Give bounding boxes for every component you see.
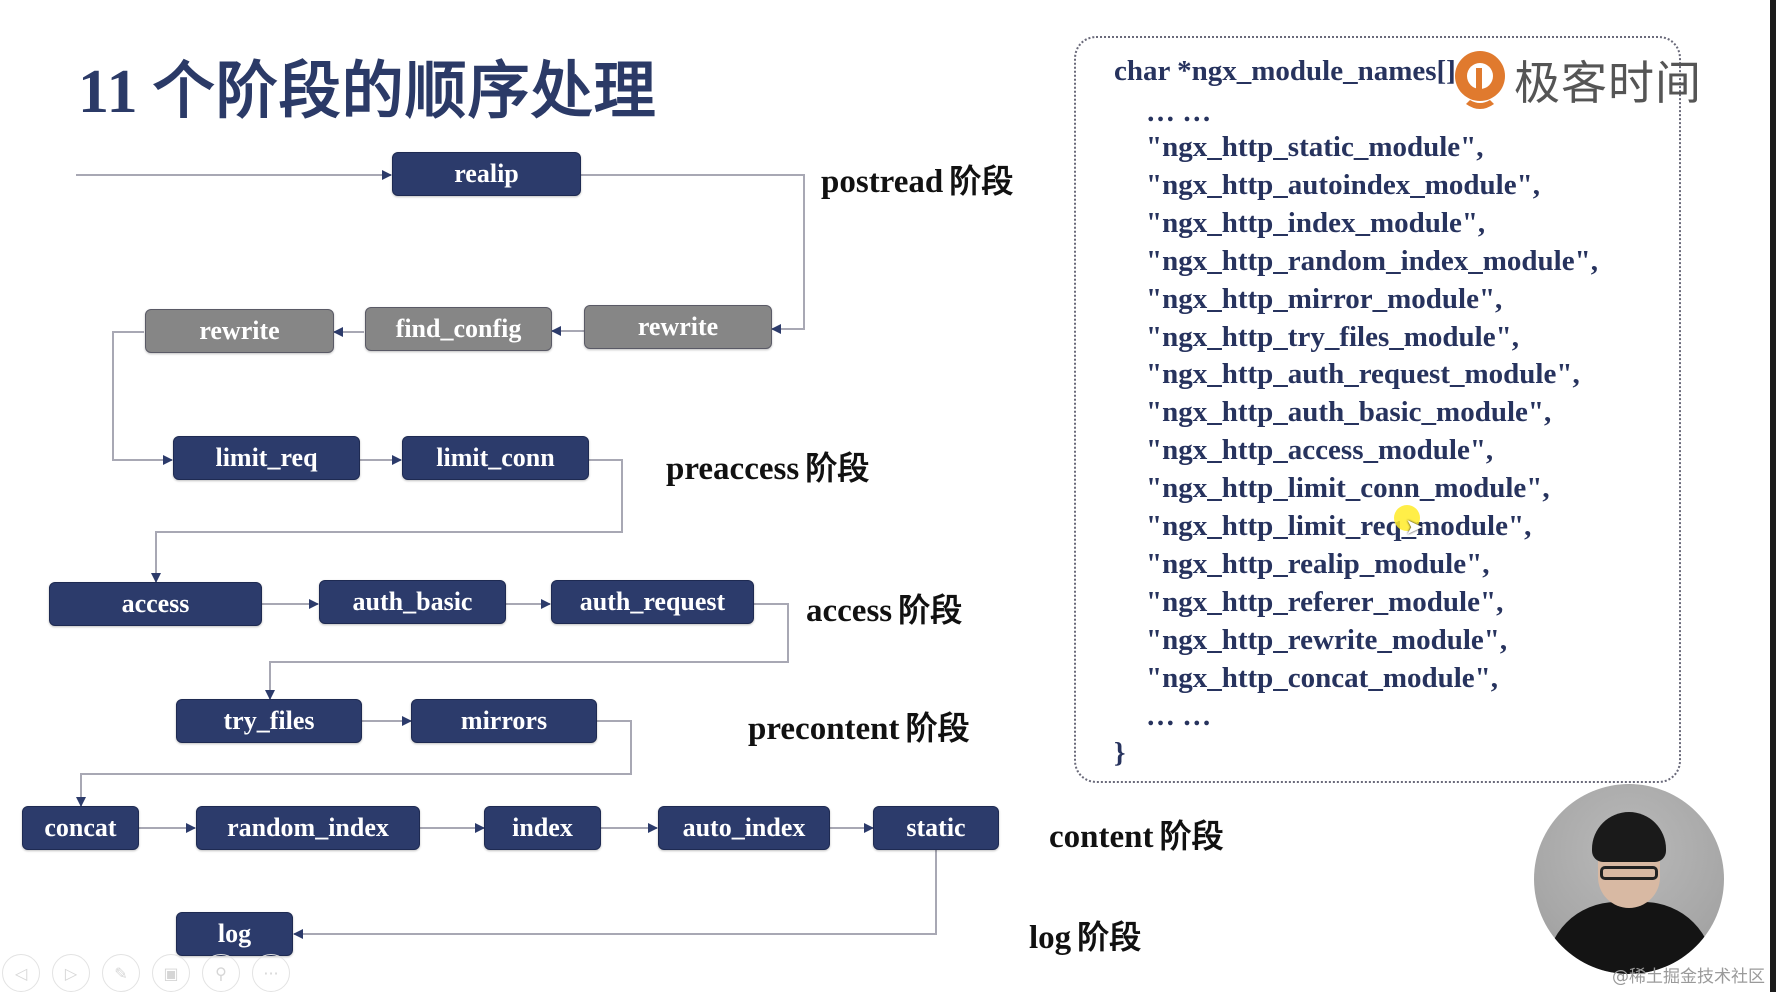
node-auth-request: auth_request (551, 580, 754, 624)
code-line: "ngx_http_index_module", (1146, 206, 1486, 239)
code-line: "ngx_http_try_files_module", (1146, 320, 1519, 353)
code-line: "ngx_http_random_index_module", (1146, 244, 1598, 277)
code-line: "ngx_http_autoindex_module", (1146, 168, 1540, 201)
phase-suffix: 阶段 (1077, 918, 1142, 956)
phase-name: precontent (748, 711, 900, 747)
logo: 极客时间 (1452, 46, 1702, 114)
arrow-realip-rewrite (581, 174, 805, 334)
title-text: 个阶段的顺序处理 (152, 54, 657, 127)
code-header: char *ngx_module_names[] = { (1114, 55, 1499, 87)
watermark: @稀土掘金技术社区 (1612, 967, 1765, 987)
phase-name: access (806, 593, 893, 629)
slides-icon[interactable]: ▣ (152, 954, 190, 992)
node-static: static (873, 806, 999, 850)
node-index: index (484, 806, 601, 850)
arrow-authrequest-tryfiles (265, 603, 789, 700)
code-line: "ngx_http_mirror_module", (1146, 282, 1503, 315)
node-rewrite-location: rewrite (584, 305, 772, 349)
next-slide-icon[interactable]: ▷ (52, 954, 90, 992)
node-limit-conn: limit_conn (402, 436, 589, 480)
node-limit-req: limit_req (173, 436, 360, 480)
node-auth-basic: auth_basic (319, 580, 506, 624)
phase-suffix: 阶段 (1159, 817, 1224, 855)
arrow-limitconn-access (151, 459, 623, 583)
code-line: "ngx_http_rewrite_module", (1146, 623, 1508, 656)
phase-name: preaccess (666, 451, 800, 487)
arrow-static-log (293, 850, 937, 939)
phase-name: log (1029, 920, 1072, 956)
node-auto-index: auto_index (658, 806, 830, 850)
logo-text: 极客时间 (1514, 56, 1702, 110)
code-ellipsis-bottom: … … (1146, 700, 1212, 732)
node-log: log (176, 912, 293, 956)
phase-suffix: 阶段 (805, 449, 870, 487)
phase-suffix: 阶段 (898, 591, 963, 629)
logo-mark-icon (1452, 48, 1508, 112)
node-mirrors: mirrors (411, 699, 597, 743)
zoom-icon[interactable]: ⚲ (202, 954, 240, 992)
code-line: "ngx_http_limit_conn_module", (1146, 472, 1550, 505)
arrow-rewrite-limitreq (112, 331, 173, 465)
presenter-hair (1592, 812, 1666, 862)
presenter-glasses (1600, 866, 1658, 880)
code-ellipsis-top: … … (1146, 96, 1212, 128)
title-number: 11 (78, 58, 139, 126)
code-close-brace: } (1114, 737, 1126, 769)
node-concat: concat (22, 806, 139, 850)
node-try-files: try_files (176, 699, 362, 743)
phase-suffix: 阶段 (905, 709, 970, 747)
window-edge (1770, 0, 1776, 992)
slide-toolbar: ◁ ▷ ✎ ▣ ⚲ ··· (2, 954, 290, 992)
code-line: "ngx_http_auth_basic_module", (1146, 396, 1552, 429)
code-line: "ngx_http_access_module", (1146, 434, 1494, 467)
code-line: "ngx_http_realip_module", (1146, 547, 1490, 580)
mouse-cursor-icon: ➤ (1405, 515, 1424, 540)
node-random-index: random_index (196, 806, 420, 850)
phase-suffix: 阶段 (949, 162, 1014, 200)
phase-name: content (1049, 819, 1154, 855)
presenter-video (1534, 784, 1724, 974)
code-line: "ngx_http_concat_module", (1146, 661, 1499, 694)
module-names-codebox (1074, 36, 1681, 783)
pen-icon[interactable]: ✎ (102, 954, 140, 992)
code-line: "ngx_http_static_module", (1146, 131, 1484, 163)
prev-slide-icon[interactable]: ◁ (2, 954, 40, 992)
phase-name: postread (821, 164, 944, 200)
node-realip: realip (392, 152, 581, 196)
node-find-config: find_config (365, 307, 552, 351)
cursor-highlight (1394, 505, 1420, 531)
node-rewrite-server: rewrite (145, 309, 334, 353)
code-line: "ngx_http_auth_request_module", (1146, 358, 1580, 391)
node-access: access (49, 582, 262, 626)
code-line: "ngx_http_referer_module", (1146, 585, 1504, 618)
code-line: "ngx_http_limit_req_module", (1146, 510, 1532, 542)
more-icon[interactable]: ··· (252, 954, 290, 992)
arrow-mirrors-concat (76, 720, 632, 807)
